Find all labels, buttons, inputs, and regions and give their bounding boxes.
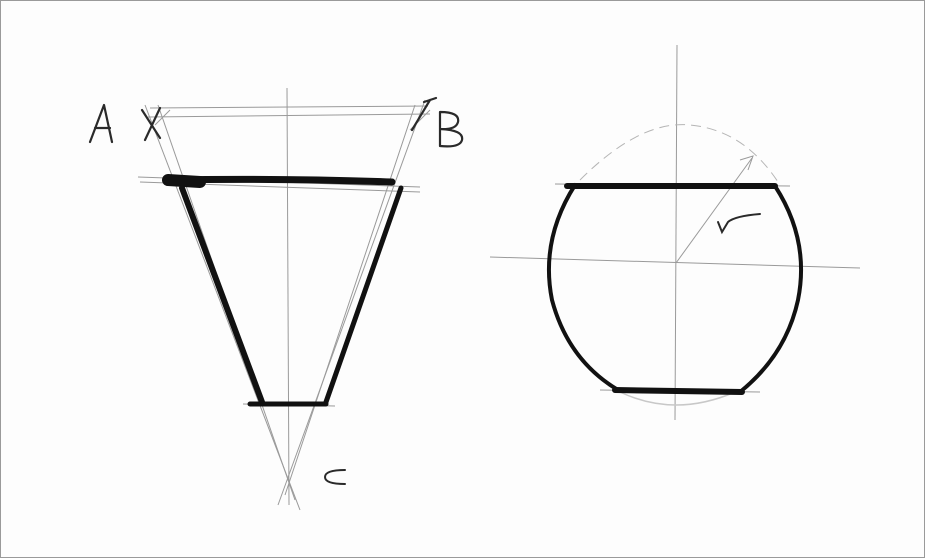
label-b-glyph bbox=[410, 96, 464, 148]
cone-axis-line bbox=[286, 87, 290, 506]
cone-left-edge bbox=[179, 185, 265, 405]
edge-line-b-right bbox=[277, 99, 426, 506]
cone-sketch: A B C bbox=[88, 87, 464, 511]
sphere-dashed-cap bbox=[579, 124, 781, 186]
cone-top-edge-blob bbox=[162, 174, 206, 188]
edge-line-a-left bbox=[144, 104, 301, 511]
sphere-bottom-cut bbox=[612, 387, 745, 395]
cone-right-edge bbox=[323, 185, 404, 405]
label-a-glyph bbox=[88, 103, 162, 144]
sphere-sketch: r bbox=[489, 44, 861, 421]
cone-ink-outline bbox=[162, 174, 404, 407]
radius-arrowhead bbox=[739, 155, 754, 171]
sphere-construction-lines bbox=[489, 44, 861, 421]
radius-line bbox=[675, 157, 753, 264]
sphere-horizontal-axis bbox=[489, 256, 861, 269]
mark-a-tick bbox=[154, 109, 171, 126]
sphere-bottom-arc bbox=[619, 391, 736, 406]
sphere-vertical-axis bbox=[674, 44, 678, 421]
edge-line-b-left bbox=[284, 104, 416, 496]
sphere-ink-outline bbox=[546, 183, 804, 395]
label-r-glyph bbox=[717, 213, 761, 235]
label-c-glyph bbox=[323, 469, 346, 485]
sphere-right-arc bbox=[738, 184, 804, 394]
sphere-left-arc bbox=[546, 183, 620, 392]
top-line-ab bbox=[149, 105, 429, 109]
top-line-ab-2 bbox=[147, 113, 431, 118]
cone-construction-lines bbox=[137, 87, 431, 511]
